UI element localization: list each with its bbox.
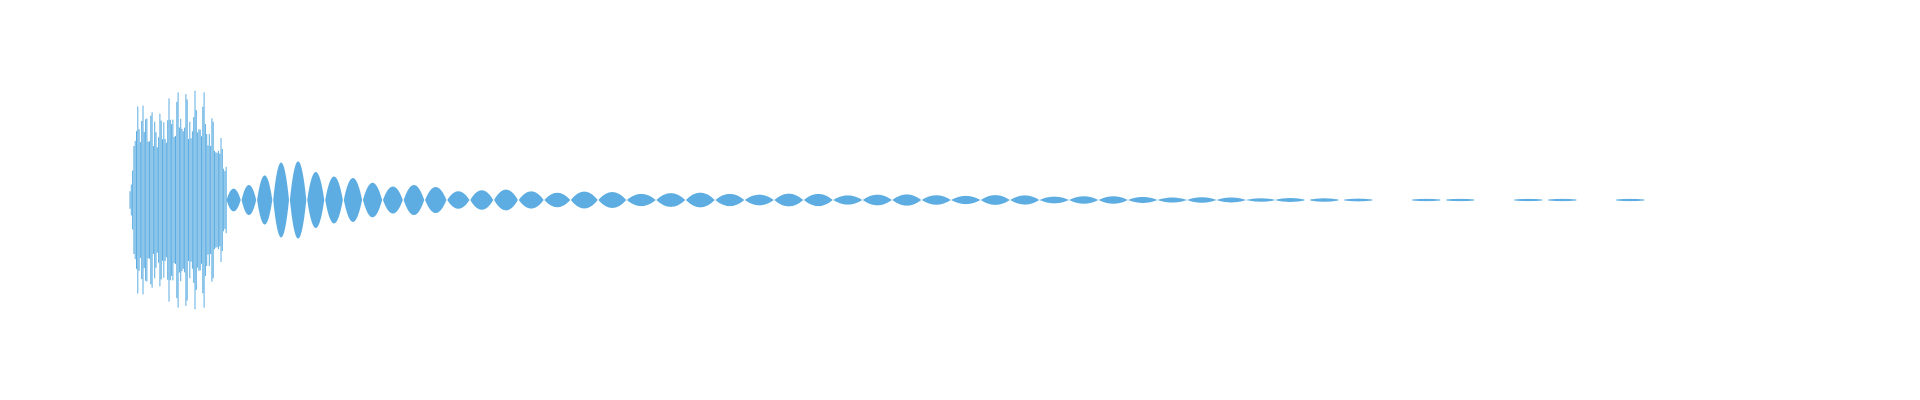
- waveform-lobe: [241, 184, 257, 216]
- waveform-lobe: [951, 195, 981, 205]
- waveform-lobe: [226, 188, 241, 212]
- waveform-lobe: [656, 193, 686, 207]
- waveform-lobe: [774, 193, 804, 207]
- waveform-lobe: [1344, 198, 1373, 202]
- waveform-lobe: [833, 195, 863, 205]
- waveform-lobe: [803, 193, 833, 207]
- waveform-lobe: [307, 172, 325, 228]
- waveform-lobe: [518, 191, 544, 209]
- waveform-lobe: [494, 189, 518, 211]
- waveform-lobe: [744, 194, 774, 206]
- waveform-lobe: [1127, 197, 1158, 203]
- waveform-lobe: [1548, 198, 1577, 202]
- waveform-lobe: [257, 175, 273, 225]
- waveform-lobe: [626, 193, 656, 207]
- waveform-lobe: [289, 161, 307, 239]
- waveform-lobe: [892, 194, 922, 206]
- waveform-lobe: [273, 162, 290, 238]
- waveform-lobe: [362, 182, 383, 218]
- waveform-lobe: [403, 184, 425, 216]
- waveform-lobe: [425, 186, 447, 214]
- waveform-lobe: [544, 192, 571, 208]
- waveform-lobe: [1186, 197, 1217, 203]
- waveform-lobe: [598, 192, 627, 208]
- waveform-lobe: [1276, 198, 1305, 202]
- waveform-lobe: [1246, 198, 1275, 202]
- waveform-lobe: [1514, 198, 1543, 202]
- waveform-lobe: [447, 191, 470, 209]
- waveform-lobe: [1157, 197, 1188, 203]
- waveform-lobe: [980, 195, 1010, 205]
- waveform-lobe: [325, 176, 343, 224]
- waveform-lobe: [921, 195, 951, 205]
- waveform-lobe: [1069, 196, 1099, 204]
- waveform-lobe: [1412, 198, 1441, 202]
- waveform-lobe: [1616, 198, 1645, 202]
- waveform-lobe: [1310, 198, 1339, 202]
- waveform-lobe: [1216, 197, 1247, 203]
- waveform-lobe: [382, 186, 403, 214]
- waveform-lobe: [1039, 196, 1070, 204]
- waveform-lobe: [1446, 198, 1475, 202]
- waveform-lobe: [470, 190, 494, 210]
- waveform-lobe: [570, 191, 598, 209]
- waveform-lobe: [1010, 195, 1040, 205]
- waveform-lobe: [1098, 196, 1128, 204]
- waveform-lobe: [343, 178, 363, 222]
- waveform-lobe: [862, 194, 892, 206]
- waveform-lobe: [685, 192, 715, 208]
- waveform-lobe: [715, 193, 745, 207]
